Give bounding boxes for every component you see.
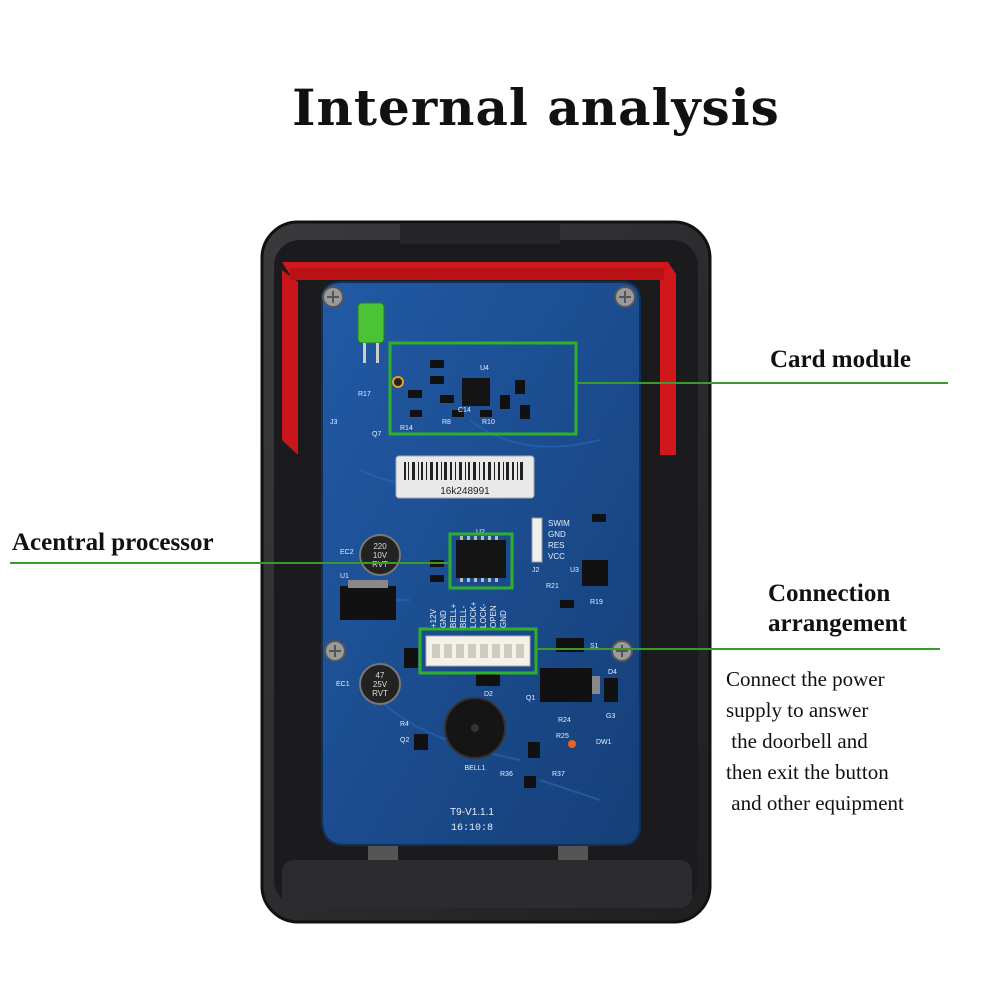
svg-text:Q7: Q7 <box>372 431 381 438</box>
board-model: T9-V1.1.1 <box>450 807 494 818</box>
processor-label: Acentral processor <box>12 529 214 556</box>
red-gasket <box>282 262 676 455</box>
svg-text:R8: R8 <box>442 419 451 426</box>
svg-text:J3: J3 <box>330 419 338 426</box>
svg-text:RES: RES <box>548 541 564 550</box>
header-j2: SWIM GND RES VCC <box>531 517 570 563</box>
svg-text:EC2: EC2 <box>340 549 354 556</box>
regulator-u1 <box>340 580 396 620</box>
svg-text:RVT: RVT <box>372 689 388 698</box>
card-module-label: Card module <box>770 346 911 373</box>
svg-text:S1: S1 <box>590 643 599 650</box>
svg-text:LOCK-: LOCK- <box>479 603 488 628</box>
svg-text:R4: R4 <box>400 721 409 728</box>
description-line: Connect the power <box>726 667 885 691</box>
svg-text:BELL-: BELL- <box>459 605 468 628</box>
capacitor-ec1: 47 25V RVT <box>359 663 401 705</box>
svg-text:47: 47 <box>376 671 385 680</box>
svg-text:RVT: RVT <box>372 560 388 569</box>
chip-u3 <box>582 560 608 586</box>
svg-text:U4: U4 <box>480 365 489 372</box>
svg-text:D2: D2 <box>484 691 493 698</box>
svg-text:D4: D4 <box>608 669 617 676</box>
svg-text:DW1: DW1 <box>596 739 612 746</box>
svg-text:G3: G3 <box>606 713 615 720</box>
terminal-connector <box>425 635 531 667</box>
svg-text:R19: R19 <box>590 599 603 606</box>
description-line: the doorbell and <box>726 729 868 753</box>
svg-text:R36: R36 <box>500 771 513 778</box>
description-line: then exit the button <box>726 760 889 784</box>
processor-highlight <box>448 532 514 590</box>
buzzer: BELL1 <box>444 697 506 772</box>
transistor-q1 <box>540 668 600 702</box>
svg-text:J2: J2 <box>532 567 540 574</box>
card-module-highlight <box>388 341 578 436</box>
svg-text:BELL+: BELL+ <box>449 603 458 628</box>
svg-text:R25: R25 <box>556 733 569 740</box>
svg-text:GND: GND <box>548 530 566 539</box>
svg-text:SWIM: SWIM <box>548 519 570 528</box>
svg-text:220: 220 <box>373 542 387 551</box>
svg-text:25V: 25V <box>373 680 388 689</box>
barcode-number: 16k248991 <box>440 486 490 497</box>
connection-label: Connection arrangement <box>768 579 907 639</box>
svg-text:Q1: Q1 <box>526 695 535 702</box>
connection-description: Connect the power supply to answer the d… <box>726 664 904 819</box>
svg-text:LOCK+: LOCK+ <box>469 601 478 628</box>
page-title: Internal analysis <box>292 78 780 137</box>
description-line: supply to answer <box>726 698 869 722</box>
svg-text:VCC: VCC <box>548 552 565 561</box>
connection-label-line-2: arrangement <box>768 610 907 637</box>
card-module-components <box>392 360 530 419</box>
svg-text:R17: R17 <box>358 391 371 398</box>
barcode-label: 16k248991 <box>395 455 535 499</box>
svg-text:R10: R10 <box>482 419 495 426</box>
svg-text:Q2: Q2 <box>400 737 409 744</box>
processor-chip <box>456 536 506 582</box>
svg-text:+12V: +12V <box>429 608 438 628</box>
green-led <box>357 302 385 363</box>
svg-text:10V: 10V <box>373 551 388 560</box>
reference-designators: J3 Q7 R17 R14 R8 R10 U4 C14 EC2 U1 U2 J2… <box>330 365 617 778</box>
board-date-code: 16:10:8 <box>451 823 493 834</box>
connection-label-line-1: Connection <box>768 580 891 607</box>
description-line: and other equipment <box>726 791 904 815</box>
svg-text:C14: C14 <box>458 407 471 414</box>
svg-text:GND: GND <box>499 610 508 628</box>
svg-text:GND: GND <box>439 610 448 628</box>
svg-text:U3: U3 <box>570 567 579 574</box>
svg-text:R14: R14 <box>400 425 413 432</box>
svg-text:R37: R37 <box>552 771 565 778</box>
svg-text:BELL1: BELL1 <box>464 765 485 772</box>
svg-text:U1: U1 <box>340 573 349 580</box>
svg-text:R21: R21 <box>546 583 559 590</box>
connector-highlight <box>418 627 538 675</box>
svg-text:R24: R24 <box>558 717 571 724</box>
capacitor-ec2: 220 10V RVT <box>359 534 401 576</box>
svg-text:OPEN: OPEN <box>489 605 498 628</box>
svg-text:EC1: EC1 <box>336 681 350 688</box>
connector-pin-labels: +12V GND BELL+ BELL- LOCK+ LOCK- OPEN GN… <box>429 601 508 628</box>
